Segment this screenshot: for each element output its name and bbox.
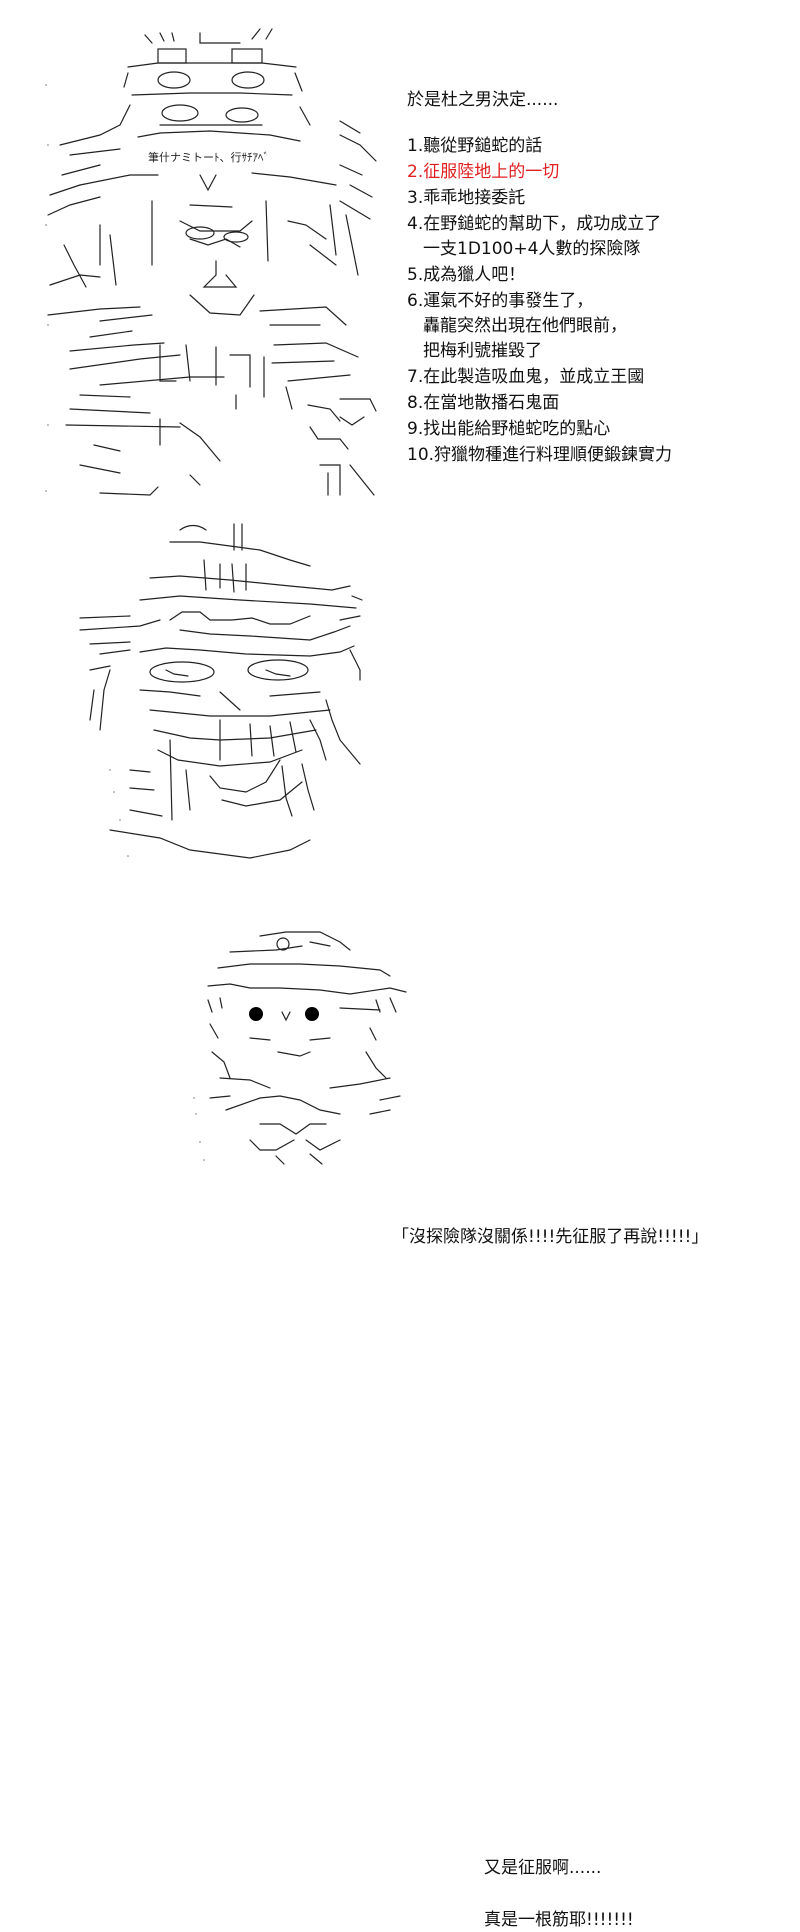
- girl-with-hat-ascii-art: [193, 931, 407, 1165]
- reply-line-1: 又是征服啊......: [484, 1858, 602, 1878]
- decision-option-line: 7.在此製造吸血鬼，並成立王國: [407, 367, 645, 387]
- panel-shout: 「沒探險隊沒關係!!!!先征服了再說!!!!!」: [0, 510, 800, 1247]
- decision-option-line: 5.成為獵人吧！: [407, 265, 526, 285]
- decision-option: 7.在此製造吸血鬼，並成立王國: [407, 365, 672, 390]
- decision-option-line: 6.運氣不好的事發生了，: [407, 291, 594, 311]
- decision-option: 1.聽從野鎚蛇的話: [407, 134, 672, 159]
- decision-option: 10.狩獵物種進行料理順便鍛鍊實力: [407, 443, 672, 468]
- decision-option-line: 一支1D100+4人數的探險隊: [423, 239, 641, 259]
- decision-option: 5.成為獵人吧！: [407, 263, 672, 288]
- decision-option-line: 4.在野鎚蛇的幫助下，成功成立了: [407, 214, 662, 234]
- decision-option: 6.運氣不好的事發生了， 轟龍突然出現在他們眼前， 把梅利號摧毀了: [407, 289, 672, 364]
- grinning-man-with-cap-ascii-art: [79, 523, 363, 859]
- decision-option-line: 2.征服陸地上的一切: [407, 162, 560, 182]
- decision-option-line: 把梅利號摧毀了: [423, 341, 542, 361]
- narration-intro: 於是杜之男決定......: [407, 90, 559, 110]
- panel-decision: 筆什ナミトーﾄ、行ｻﾁｱﾍﾞ 於是杜之男決定...... 1.聽從野鎚蛇的話 2.…: [0, 0, 800, 510]
- decision-option: 9.找出能給野槌蛇吃的點心: [407, 417, 672, 442]
- speech-shout: 「沒探險隊沒關係!!!!先征服了再說!!!!!」: [392, 1227, 709, 1247]
- muscular-man-ascii-art: 筆什ナミトーﾄ、行ｻﾁｱﾍﾞ: [45, 28, 377, 496]
- decision-options-list: 1.聽從野鎚蛇的話 2.征服陸地上的一切 3.乖乖地接委託 4.在野鎚蛇的幫助下，成功…: [407, 134, 672, 469]
- decision-option-line: 1.聽從野鎚蛇的話: [407, 136, 543, 156]
- decision-option: 2.征服陸地上的一切: [407, 160, 672, 185]
- decision-option-line: 8.在當地散播石鬼面: [407, 393, 560, 413]
- decision-option-line: 9.找出能給野槌蛇吃的點心: [407, 419, 611, 439]
- right-eye-icon: [305, 1007, 319, 1021]
- decision-option-line: 3.乖乖地接委託: [407, 188, 526, 208]
- art-header-text: 筆什ナミトーﾄ、行ｻﾁｱﾍﾞ: [148, 150, 269, 164]
- decision-option: 3.乖乖地接委託: [407, 186, 672, 211]
- left-eye-icon: [249, 1007, 263, 1021]
- panel-reply: 又是征服啊...... 真是一根筋耶!!!!!!!: [0, 870, 800, 1930]
- reply-line-2: 真是一根筋耶!!!!!!!: [484, 1910, 634, 1930]
- decision-option: 8.在當地散播石鬼面: [407, 391, 672, 416]
- decision-option: 4.在野鎚蛇的幫助下，成功成立了一支1D100+4人數的探險隊: [407, 212, 672, 262]
- decision-option-line: 轟龍突然出現在他們眼前，: [423, 316, 627, 336]
- decision-option-line: 10.狩獵物種進行料理順便鍛鍊實力: [407, 445, 673, 465]
